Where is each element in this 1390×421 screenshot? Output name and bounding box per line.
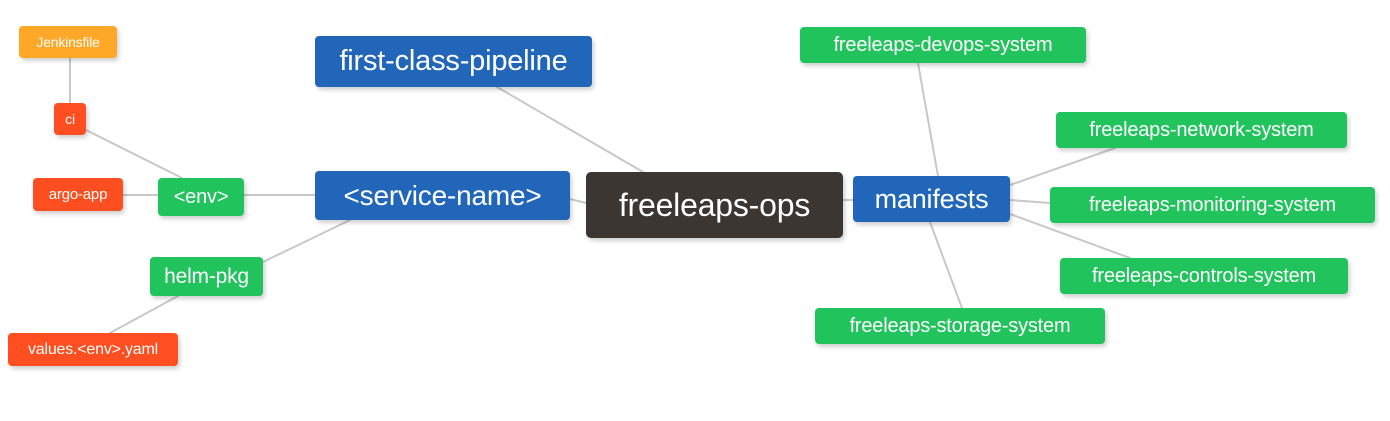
edge-helm-pkg-to-values-yaml	[109, 295, 179, 334]
edge-manifests-to-freeleaps-network-system	[1009, 147, 1116, 186]
node-first-class-pipeline[interactable]: first-class-pipeline	[315, 36, 592, 87]
edge-manifests-to-freeleaps-devops-system	[917, 62, 939, 177]
node-service-name[interactable]: <service-name>	[315, 171, 570, 220]
node-values-yaml[interactable]: values.<env>.yaml	[8, 333, 178, 366]
node-ci[interactable]: ci	[54, 103, 86, 135]
node-freeleaps-storage-system[interactable]: freeleaps-storage-system	[815, 308, 1105, 344]
node-jenkinsfile[interactable]: Jenkinsfile	[19, 26, 117, 58]
node-freeleaps-controls-system[interactable]: freeleaps-controls-system	[1060, 258, 1348, 294]
node-freeleaps-ops[interactable]: freeleaps-ops	[586, 172, 843, 238]
edge-manifests-to-freeleaps-storage-system	[929, 221, 963, 309]
node-freeleaps-network-system[interactable]: freeleaps-network-system	[1056, 112, 1347, 148]
edge-ci-to-env	[85, 129, 183, 179]
edge-service-name-to-freeleaps-ops	[569, 198, 587, 204]
node-argo-app[interactable]: argo-app	[33, 178, 123, 211]
edge-manifests-to-freeleaps-monitoring-system	[1009, 199, 1051, 204]
node-manifests[interactable]: manifests	[853, 176, 1010, 222]
edge-service-name-to-helm-pkg	[262, 219, 351, 263]
edge-first-class-pipeline-to-freeleaps-ops	[496, 86, 644, 173]
node-freeleaps-monitoring-system[interactable]: freeleaps-monitoring-system	[1050, 187, 1375, 223]
node-helm-pkg[interactable]: helm-pkg	[150, 257, 263, 296]
node-freeleaps-devops-system[interactable]: freeleaps-devops-system	[800, 27, 1086, 63]
node-env[interactable]: <env>	[158, 178, 244, 216]
